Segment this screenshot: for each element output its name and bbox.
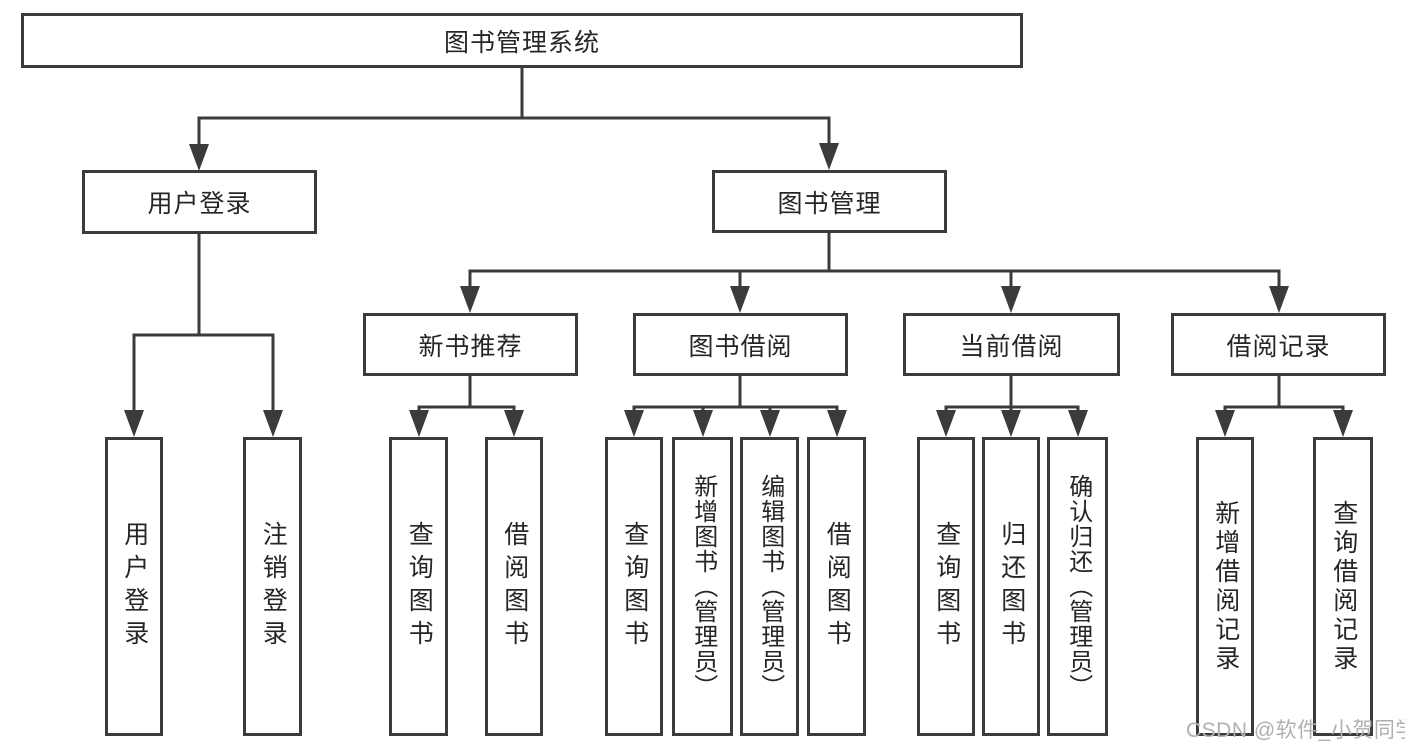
- node-label: 图书管理: [777, 189, 882, 218]
- leaf-label: 新增图书（管理员）: [689, 474, 717, 699]
- node-current-borrowing: 当前借阅: [903, 313, 1120, 376]
- node-book-management: 图书管理: [712, 170, 947, 233]
- leaf-label: 用户登录: [120, 520, 149, 653]
- node-label: 图书借阅: [688, 332, 793, 361]
- node-library-management-system: 图书管理系统: [21, 13, 1023, 68]
- leaf-logout: 注销登录: [243, 437, 302, 736]
- leaf-label: 借阅图书: [500, 520, 529, 653]
- node-label: 借阅记录: [1226, 332, 1331, 361]
- leaf-label: 编辑图书（管理员）: [756, 474, 784, 699]
- leaf-borrow-books-borrowing: 借阅图书: [807, 437, 866, 736]
- leaf-query-books-recommend: 查询图书: [389, 437, 448, 736]
- node-label: 当前借阅: [959, 332, 1064, 361]
- csdn-watermark: CSDN @软件_小贺同学: [1186, 719, 1405, 742]
- leaf-label: 确认归还（管理员）: [1064, 474, 1092, 699]
- node-new-book-recommendation: 新书推荐: [363, 313, 578, 376]
- leaf-return-books: 归还图书: [982, 437, 1040, 736]
- leaf-label: 查询图书: [620, 520, 649, 653]
- leaf-label: 注销登录: [259, 520, 288, 653]
- node-user-login: 用户登录: [82, 170, 317, 234]
- leaf-query-books-current: 查询图书: [917, 437, 975, 736]
- leaf-edit-book-admin: 编辑图书（管理员）: [740, 437, 799, 736]
- leaf-user-login: 用户登录: [105, 437, 163, 736]
- node-borrow-records: 借阅记录: [1171, 313, 1386, 376]
- leaf-label: 借阅图书: [823, 520, 852, 653]
- leaf-label: 查询借阅记录: [1329, 499, 1358, 674]
- leaf-add-borrow-record: 新增借阅记录: [1196, 437, 1254, 736]
- leaf-borrow-books-recommend: 借阅图书: [485, 437, 543, 736]
- leaf-label: 新增借阅记录: [1211, 499, 1240, 674]
- leaf-label: 归还图书: [997, 520, 1026, 653]
- leaf-label: 查询图书: [932, 520, 961, 653]
- node-book-borrowing: 图书借阅: [633, 313, 848, 376]
- leaf-query-books-borrowing: 查询图书: [605, 437, 663, 736]
- leaf-query-borrow-record: 查询借阅记录: [1313, 437, 1373, 736]
- leaf-confirm-return-admin: 确认归还（管理员）: [1047, 437, 1108, 736]
- node-label: 用户登录: [147, 190, 252, 218]
- node-label: 图书管理系统: [443, 28, 600, 57]
- node-label: 新书推荐: [418, 332, 523, 361]
- leaf-add-book-admin: 新增图书（管理员）: [672, 437, 733, 736]
- leaf-label: 查询图书: [405, 520, 434, 653]
